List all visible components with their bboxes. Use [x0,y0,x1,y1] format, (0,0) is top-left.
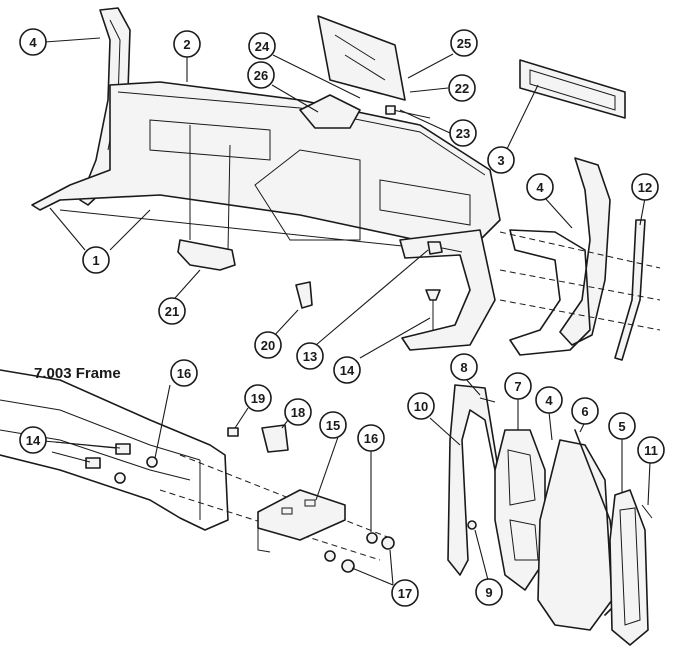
leader-lines [32,37,651,586]
svg-text:25: 25 [457,36,471,51]
svg-text:15: 15 [326,418,340,433]
license-lamp-3 [519,59,626,119]
callout-23: 23 [449,119,477,147]
callout-14-left: 14 [19,426,47,454]
svg-text:22: 22 [455,81,469,96]
callout-1: 1 [82,246,110,274]
svg-text:1: 1 [92,253,99,268]
svg-text:5: 5 [618,419,625,434]
svg-text:3: 3 [497,153,504,168]
bolt-23 [385,105,431,119]
svg-text:14: 14 [340,363,355,378]
svg-text:13: 13 [303,349,317,364]
bolt-13 [427,241,463,255]
lamp-lens-housing [537,439,613,631]
svg-text:12: 12 [638,180,652,195]
svg-text:21: 21 [165,304,179,319]
screw-8 [479,397,496,403]
callout-12: 12 [631,173,659,201]
svg-text:16: 16 [177,366,191,381]
svg-text:16: 16 [364,431,378,446]
mounting-bracket-15 [257,489,346,553]
svg-text:18: 18 [291,405,305,420]
callout-26: 26 [247,61,275,89]
bumper-face-bar [31,81,501,351]
callout-6: 6 [571,397,599,425]
screw-11 [641,504,653,519]
bezel-5 [609,489,649,646]
svg-text:6: 6 [581,404,588,419]
svg-text:17: 17 [398,586,412,601]
callout-3: 3 [487,146,515,174]
bracket-20 [295,281,313,309]
svg-text:24: 24 [255,39,270,54]
callout-24: 24 [248,32,276,60]
right-end-extension [559,157,611,346]
svg-text:26: 26 [254,68,268,83]
callout-15: 15 [319,411,347,439]
callout-4-lamp: 4 [535,386,563,414]
gasket-10 [447,384,501,576]
svg-text:8: 8 [460,360,467,375]
callouts: 4 2 24 26 25 22 23 3 [19,28,665,607]
callout-16-left: 16 [170,359,198,387]
callout-25: 25 [450,29,478,57]
screw-9 [467,520,477,530]
svg-text:10: 10 [414,399,428,414]
svg-text:20: 20 [261,338,275,353]
svg-text:14: 14 [26,433,41,448]
svg-text:4: 4 [545,393,553,408]
callout-17: 17 [391,579,419,607]
callout-18: 18 [284,398,312,426]
outer-bezel [509,229,591,356]
frame-label: 7.003 Frame [34,365,121,382]
callout-9: 9 [475,578,503,606]
bolt-14-upper [425,289,441,330]
callout-21: 21 [158,297,186,325]
callout-4-right: 4 [526,173,554,201]
license-plate-bracket-22 [317,15,406,101]
svg-text:9: 9 [485,585,492,600]
svg-text:23: 23 [456,126,470,141]
callout-11: 11 [637,436,665,464]
nuts-and-washers [324,532,395,573]
callout-19: 19 [244,384,272,412]
clip-21 [177,125,236,271]
callout-16-right: 16 [357,424,385,452]
svg-text:2: 2 [183,37,190,52]
svg-text:11: 11 [644,443,658,458]
callout-20: 20 [254,331,282,359]
bracket-26 [299,94,361,129]
svg-text:4: 4 [29,35,37,50]
callout-4-top-left: 4 [19,28,47,56]
svg-text:7: 7 [514,379,521,394]
trim-strip-12 [614,219,646,361]
callout-7: 7 [504,372,532,400]
clip-nut-18 [261,424,289,453]
callout-14-upper: 14 [333,356,361,384]
frame-bolts [85,427,239,484]
callout-22: 22 [448,74,476,102]
callout-13: 13 [296,342,324,370]
callout-8: 8 [450,353,478,381]
svg-text:19: 19 [251,391,265,406]
svg-text:4: 4 [536,180,544,195]
lamp-housing-7 [494,429,546,591]
callout-5: 5 [608,412,636,440]
callout-10: 10 [407,392,435,420]
callout-2: 2 [173,30,201,58]
